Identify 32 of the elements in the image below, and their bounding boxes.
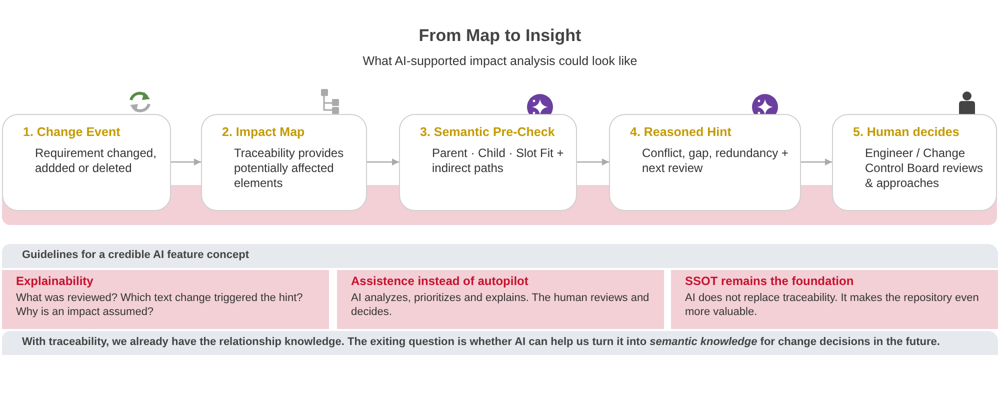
step-card	[399, 114, 577, 211]
step-card	[832, 114, 997, 211]
title: From Map to Insight	[418, 26, 582, 46]
heading: 5. Human decides	[853, 125, 960, 140]
arrow	[171, 158, 201, 166]
arrow	[367, 158, 399, 166]
description: Conflict, gap, redundancy + next review	[642, 146, 790, 176]
guidelines-header: Guidelines for a credible AI feature concept	[2, 244, 998, 268]
guideline-card	[671, 270, 998, 329]
description: Engineer / Change Control Board reviews & approaches	[865, 146, 984, 191]
step-card	[2, 114, 171, 211]
subtitle: What AI-supported impact analysis could look like	[362, 54, 638, 68]
heading: Explainability	[16, 274, 94, 289]
heading: SSOT remains the foundation	[685, 274, 855, 289]
description: Traceability provides potentially affected elements	[234, 146, 345, 191]
guideline-card	[2, 270, 329, 329]
description: What was reviewed? Which text change triggered the hint? Why is an impact assumed?	[16, 291, 304, 319]
arrow	[801, 158, 832, 166]
description: AI analyzes, prioritizes and explains. The human reviews and decides.	[351, 291, 650, 319]
description: Requirement changed, addded or deleted	[35, 146, 158, 176]
description: Parent · Child · Slot Fit + indirect paths	[432, 146, 565, 176]
description: AI does not replace traceability. It makes the repository even more valuable.	[685, 291, 980, 319]
heading: 1. Change Event	[23, 125, 122, 140]
heading: 4. Reasoned Hint	[630, 125, 732, 140]
summary-bar: With traceability, we already have the relationship knowledge. The exiting question is whether AI can help us turn it into semantic knowledge for change decisions in the future.	[2, 331, 998, 355]
step-card	[201, 114, 367, 211]
guideline-card	[337, 270, 664, 329]
heading: 3. Semantic Pre-Check	[420, 125, 556, 140]
heading: Assistence instead of autopilot	[351, 274, 530, 289]
arrow	[577, 158, 609, 166]
heading: 2. Impact Map	[222, 125, 306, 140]
step-card	[609, 114, 801, 211]
